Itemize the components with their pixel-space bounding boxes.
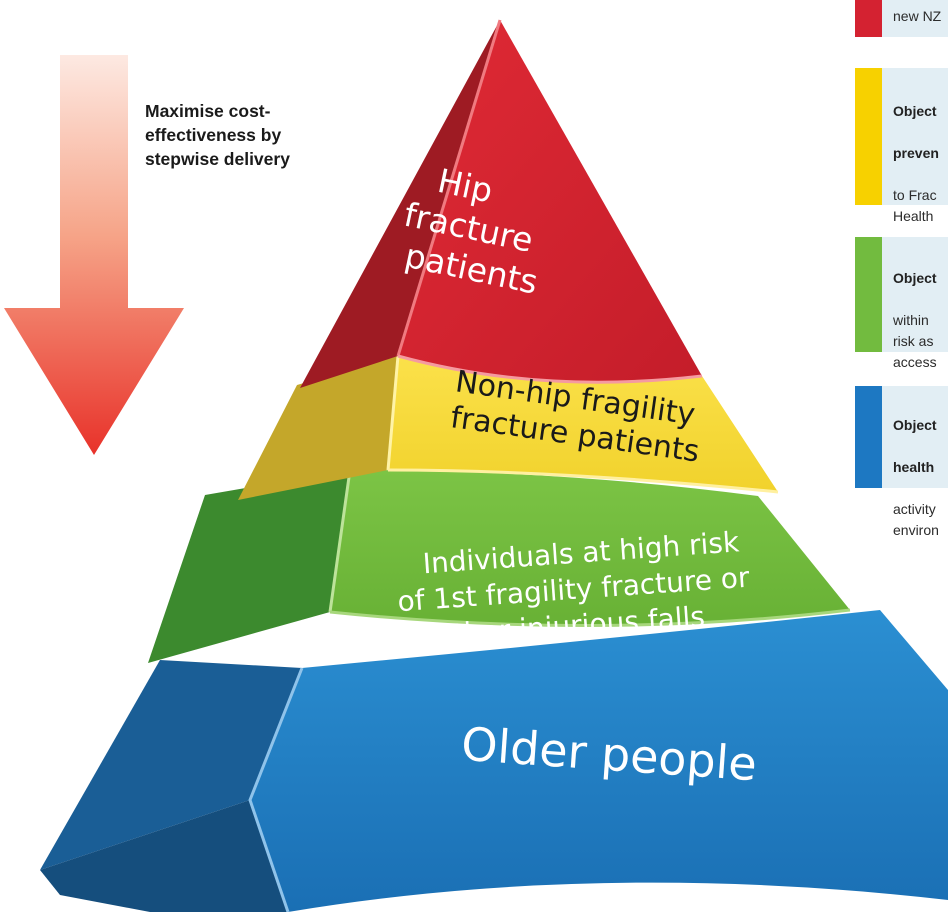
tier-high-risk: [148, 469, 851, 663]
tier-hip: [300, 19, 703, 388]
objective-text-block: Object preven to Frac Health: [893, 80, 948, 227]
objective-color-bar: [855, 237, 882, 352]
down-arrow-icon: [4, 55, 184, 455]
objective-text: to Frac Health: [893, 187, 937, 224]
objective-box-yellow: Object preven to Frac Health: [855, 68, 948, 224]
objective-box-red: new NZ: [855, 0, 948, 37]
objective-title: Object: [893, 270, 937, 286]
objective-color-bar: [855, 386, 882, 488]
objective-text: within risk as access: [893, 312, 937, 370]
arrow-label-line: Maximise cost-: [145, 101, 271, 121]
objective-text: activity environ: [893, 501, 939, 538]
arrow-label-line: effectiveness by: [145, 125, 282, 145]
tier-non-hip: [238, 355, 779, 500]
objective-text-block: Object health activity environ: [893, 394, 948, 541]
objective-text: new NZ: [893, 8, 942, 24]
objective-color-bar: [855, 68, 882, 205]
tier-older-people: [40, 610, 948, 912]
arrow-label: Maximise cost- effectiveness by stepwise…: [145, 99, 320, 171]
objective-title: preven: [893, 145, 939, 161]
objective-color-bar: [855, 0, 882, 37]
arrow-label-line: stepwise delivery: [145, 149, 290, 169]
objective-text-block: Object within risk as access: [893, 247, 948, 373]
objective-title: Object: [893, 417, 937, 433]
objective-box-green: Object within risk as access: [855, 237, 948, 370]
objective-title: health: [893, 459, 935, 475]
objective-box-blue: Object health activity environ: [855, 386, 948, 538]
objective-title: Object: [893, 103, 937, 119]
